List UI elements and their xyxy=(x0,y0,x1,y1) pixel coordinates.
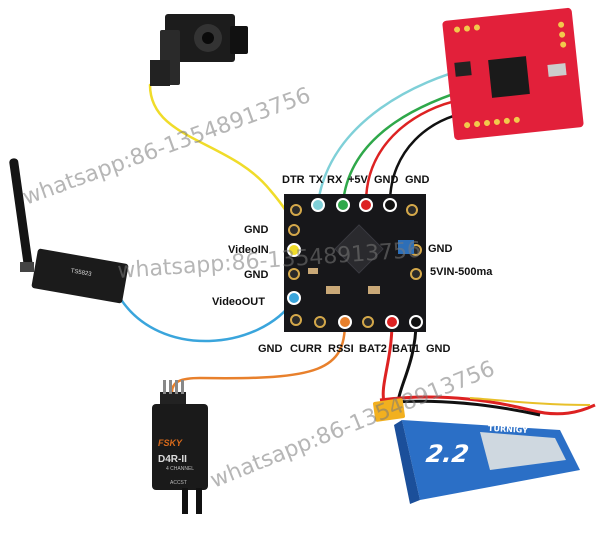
label-bat2: BAT2 xyxy=(359,343,387,355)
osd-board xyxy=(284,194,426,332)
lipo-battery: 2.2 TURNIGY xyxy=(373,395,596,504)
rssi-wire-orange xyxy=(170,320,347,394)
label-gnd-top-2: GND xyxy=(405,174,430,186)
rc-receiver: FSKY D4R-II 4 CHANNEL ACCST xyxy=(152,380,208,514)
label-gnd-top-1: GND xyxy=(374,174,399,186)
label-5v: +5V xyxy=(348,174,369,186)
rx-5v-wire-red xyxy=(364,98,462,205)
label-dtr: DTR xyxy=(282,174,305,186)
video-transmitter: TS5823 xyxy=(9,158,129,304)
right-labels: GND 5VIN-500ma xyxy=(428,243,493,278)
receiver-tech: ACCST xyxy=(170,480,187,486)
label-5vin: 5VIN-500ma xyxy=(430,266,493,278)
battery-brand: TURNIGY xyxy=(488,424,529,435)
label-videoout: VideoOUT xyxy=(212,296,265,308)
label-gnd-right: GND xyxy=(428,243,453,255)
flight-controller xyxy=(442,7,584,141)
label-bat1: BAT1 xyxy=(392,343,420,355)
label-tx: TX xyxy=(309,174,324,186)
video-out-wire-blue xyxy=(118,296,296,343)
left-labels: GND VideoIN GND VideoOUT xyxy=(212,224,269,308)
transmitter-model-text: TS5823 xyxy=(70,268,92,278)
receiver-brand: FSKY xyxy=(158,438,183,448)
top-labels: DTR TX RX +5V GND GND xyxy=(282,174,430,186)
camera xyxy=(150,14,248,86)
label-videoin: VideoIN xyxy=(228,244,269,256)
label-rssi: RSSI xyxy=(328,343,354,355)
label-gnd-left-2: GND xyxy=(244,269,269,281)
battery-capacity: 2.2 xyxy=(424,440,470,468)
label-gnd-bottom-2: GND xyxy=(426,343,451,355)
antenna xyxy=(9,158,33,268)
label-curr: CURR xyxy=(290,343,322,355)
bottom-pads xyxy=(290,314,423,329)
receiver-model: D4R-II xyxy=(158,454,187,465)
left-pads xyxy=(287,224,301,305)
xt60-connector xyxy=(373,398,405,422)
label-rx: RX xyxy=(327,174,343,186)
label-gnd-bottom-1: GND xyxy=(258,343,283,355)
bottom-labels: GND CURR RSSI BAT2 BAT1 GND xyxy=(258,343,451,355)
top-pads xyxy=(290,198,418,216)
label-gnd-left-1: GND xyxy=(244,224,269,236)
receiver-channel: 4 CHANNEL xyxy=(166,466,194,472)
bat1-wire-red xyxy=(381,320,394,404)
